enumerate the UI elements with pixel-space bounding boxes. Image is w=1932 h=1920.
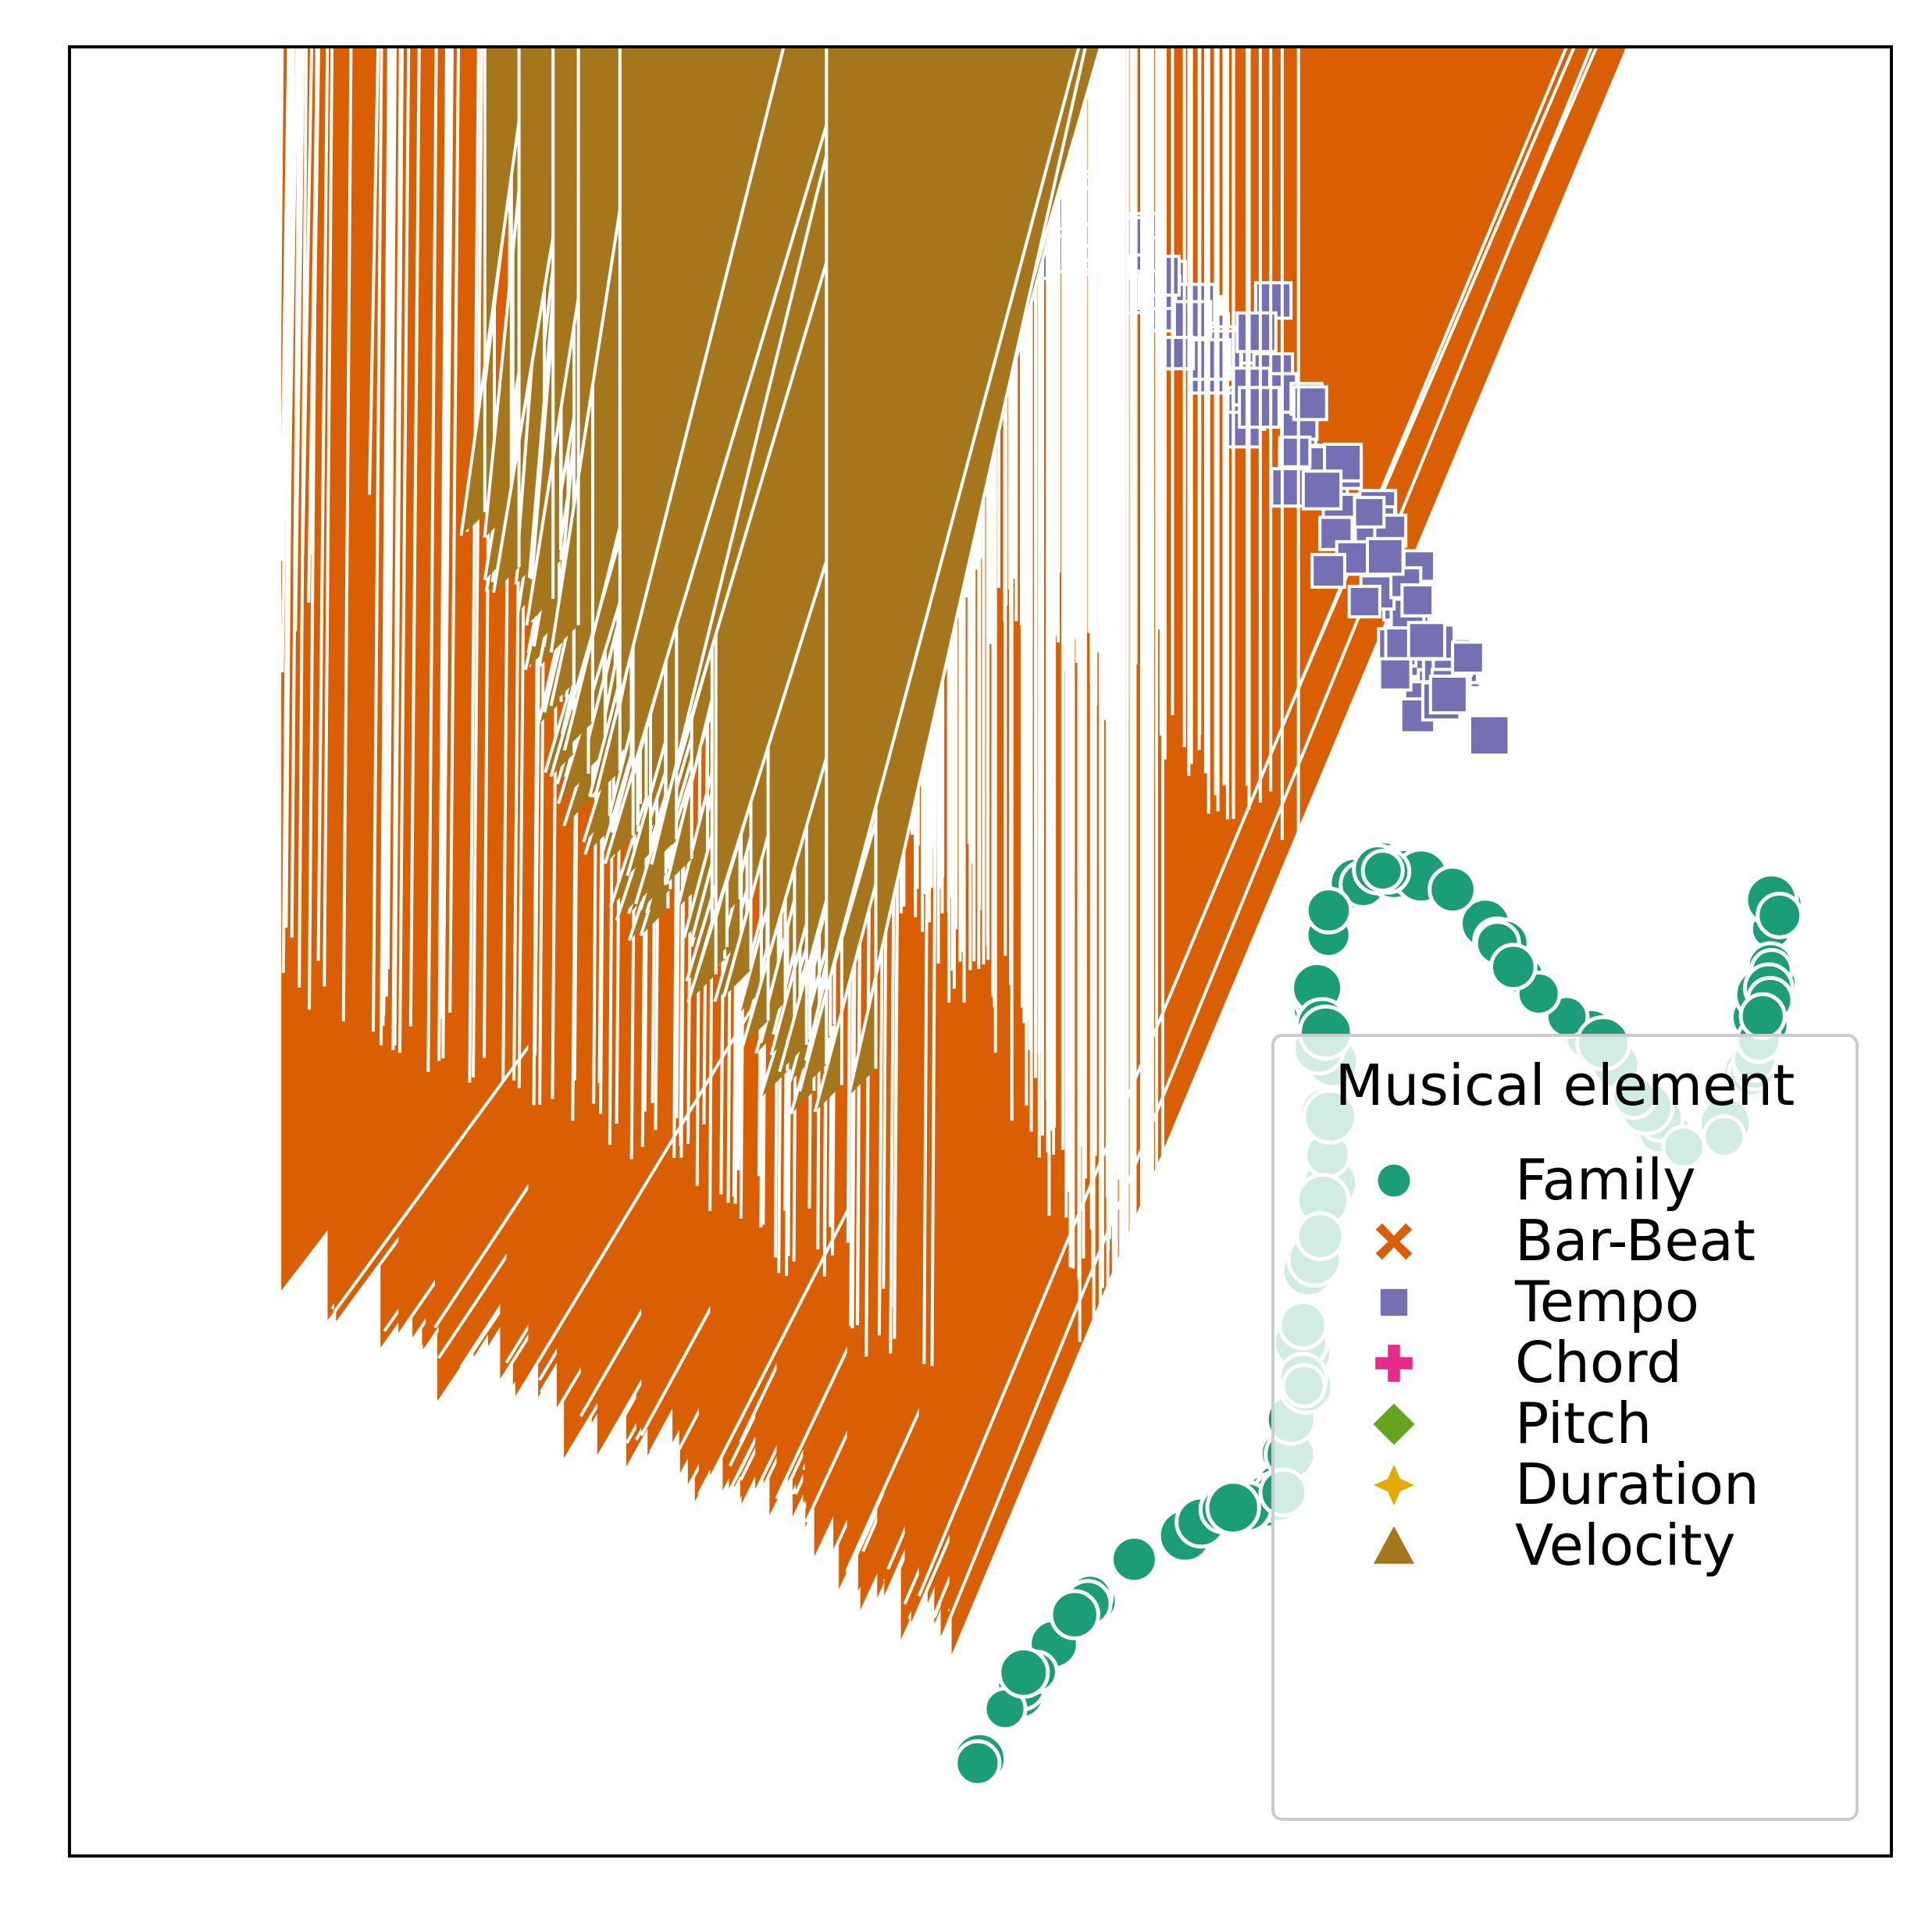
data-point	[281, 47, 294, 974]
data-point	[549, 47, 647, 653]
data-point	[279, 47, 291, 561]
data-point	[437, 47, 448, 1061]
data-point	[483, 47, 535, 538]
data-point	[386, 47, 397, 970]
data-point	[308, 47, 320, 554]
data-point	[391, 47, 402, 1050]
legend-label: Velocity	[1515, 1512, 1735, 1578]
data-point	[1756, 891, 1804, 939]
data-point	[1365, 536, 1405, 576]
data-point	[190, 47, 201, 772]
data-point	[954, 1739, 1002, 1787]
data-point	[1360, 849, 1405, 893]
data-point	[184, 47, 196, 912]
legend-label: Pitch	[1515, 1391, 1652, 1456]
data-point	[287, 47, 299, 545]
legend-marker-x	[1372, 1220, 1416, 1263]
legend-title: Musical element	[1335, 1053, 1795, 1118]
data-point	[1353, 496, 1386, 529]
data-point	[245, 47, 258, 921]
data-point	[1347, 584, 1381, 619]
series-velocity	[459, 47, 1103, 1115]
legend-marker-diamond	[1370, 1400, 1418, 1448]
legend-label: Chord	[1515, 1330, 1682, 1395]
legend-label: Family	[1515, 1147, 1696, 1213]
data-point	[212, 47, 224, 712]
data-point	[1738, 992, 1787, 1041]
data-point	[492, 47, 587, 593]
legend: Musical element FamilyBar-BeatTempoChord…	[1271, 1034, 1859, 1821]
data-point	[380, 47, 390, 1045]
data-point	[1488, 942, 1538, 992]
data-point	[1428, 674, 1469, 714]
legend-marker-star4	[1367, 1459, 1420, 1512]
legend-marker-circle	[1375, 1162, 1413, 1199]
data-point	[210, 47, 222, 868]
data-point	[1205, 1480, 1261, 1536]
legend-label: Bar-Beat	[1515, 1208, 1756, 1273]
data-point	[368, 47, 380, 495]
data-points	[175, 47, 1805, 1787]
data-point	[1049, 1589, 1100, 1640]
data-point	[242, 47, 255, 703]
data-point	[266, 47, 276, 707]
legend-box	[1271, 1034, 1859, 1821]
data-point	[468, 47, 480, 1083]
data-point	[393, 47, 404, 1046]
data-point	[216, 47, 230, 904]
data-point	[997, 1646, 1050, 1699]
data-point	[426, 47, 438, 1072]
data-point	[594, 47, 786, 796]
data-point	[341, 47, 353, 1022]
legend-label: Tempo	[1514, 1269, 1699, 1334]
data-point	[301, 47, 314, 555]
data-point	[381, 47, 392, 1027]
data-point	[408, 47, 421, 1027]
data-point	[175, 47, 187, 803]
data-point	[1301, 469, 1343, 511]
data-point	[397, 47, 411, 1053]
data-point	[194, 47, 207, 809]
data-point	[459, 47, 531, 536]
data-point	[273, 47, 284, 973]
data-point	[525, 47, 620, 626]
data-point	[222, 47, 233, 846]
data-point	[1428, 864, 1478, 915]
data-point	[232, 47, 244, 593]
data-point	[1451, 640, 1485, 675]
legend-label: Duration	[1515, 1452, 1759, 1517]
data-point	[1400, 583, 1435, 618]
data-point	[227, 47, 240, 668]
data-point	[472, 47, 483, 1078]
data-point	[215, 47, 227, 774]
data-point	[262, 47, 273, 540]
data-point	[220, 47, 231, 806]
data-point	[1310, 553, 1346, 589]
data-point	[798, 47, 1081, 1092]
data-point	[316, 47, 330, 961]
data-point	[1467, 714, 1511, 757]
data-point	[441, 47, 453, 1059]
data-point	[448, 47, 460, 1013]
data-point	[248, 47, 259, 970]
data-point	[323, 47, 334, 987]
legend-marker-triangle	[1369, 1521, 1419, 1566]
legend-marker-plus	[1373, 1342, 1415, 1384]
data-point	[1109, 1534, 1159, 1584]
data-point	[293, 47, 304, 568]
data-point	[280, 47, 292, 673]
data-point	[1378, 657, 1413, 692]
data-point	[1304, 886, 1353, 935]
legend-marker-square	[1378, 1286, 1410, 1319]
axes-frame	[68, 45, 1893, 1858]
data-point	[1406, 621, 1447, 661]
data-point	[371, 47, 383, 1032]
data-point	[236, 47, 249, 935]
data-point	[199, 47, 212, 788]
data-point	[1278, 435, 1312, 468]
